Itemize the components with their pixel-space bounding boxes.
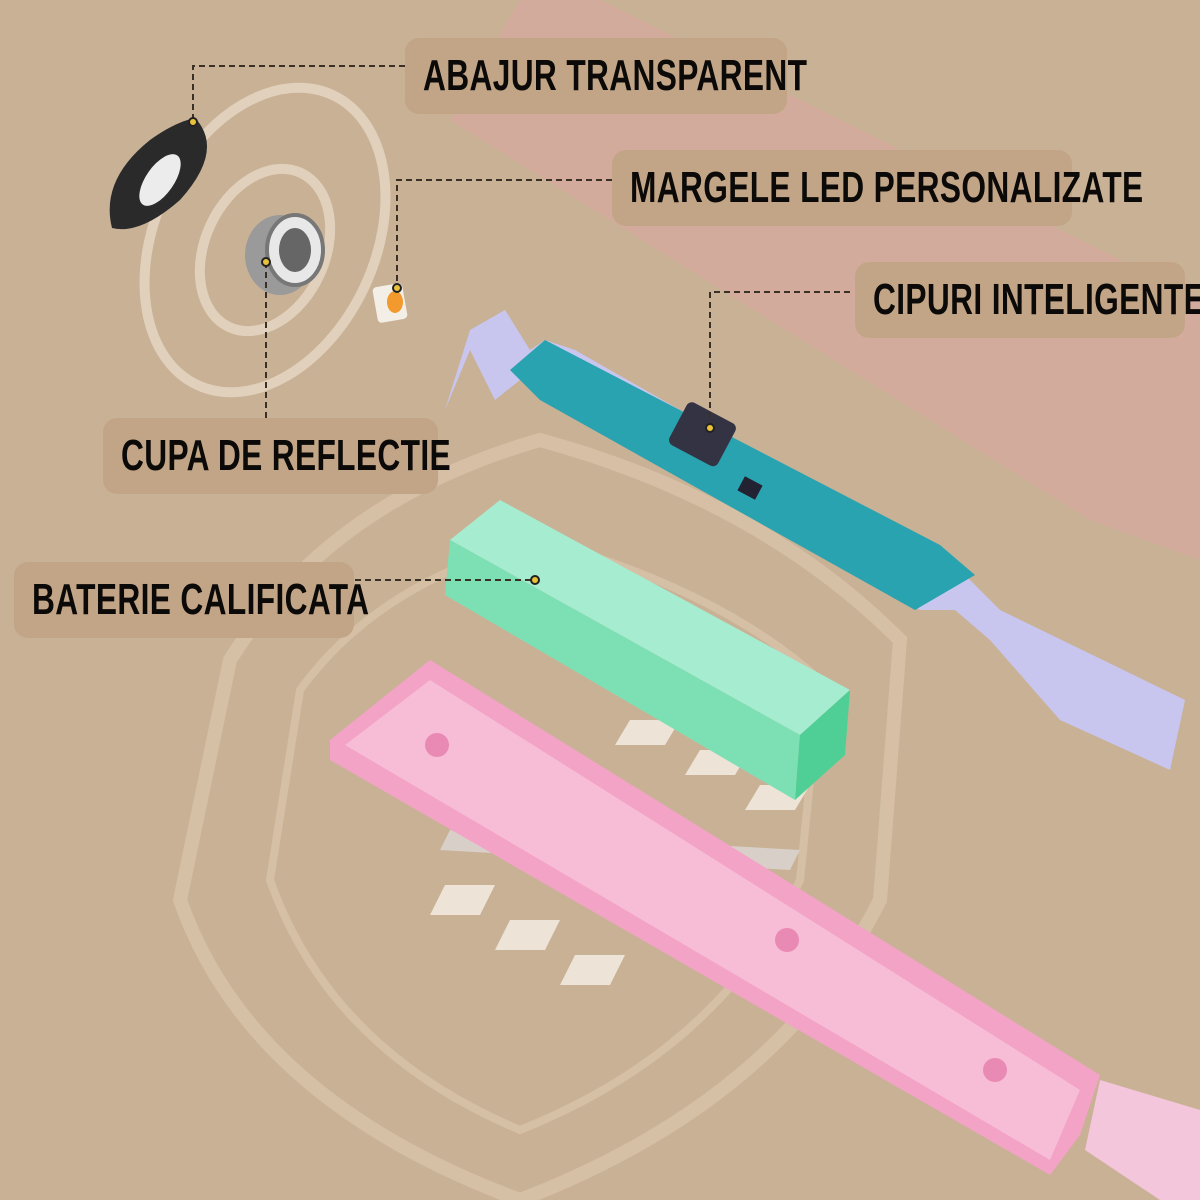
led-bead — [372, 283, 408, 323]
pink-housing — [330, 660, 1200, 1200]
reflection-cup — [245, 213, 325, 295]
background-pink-stick — [450, 0, 1200, 560]
label-smart-chips: CIPURI INTELIGENTE — [855, 262, 1200, 338]
label-smart-chips-text: CIPURI INTELIGENTE — [873, 275, 1200, 324]
leader-dots — [188, 117, 715, 585]
label-led-beads-text: MARGELE LED PERSONALIZATE — [630, 163, 1144, 212]
label-battery: BATERIE CALIFICATA — [14, 562, 369, 638]
leader-lines — [192, 65, 850, 581]
label-lampshade: ABAJUR TRANSPARENT — [405, 38, 807, 114]
label-reflection-cup-text: CUPA DE REFLECTIE — [121, 431, 451, 480]
label-lampshade-text: ABAJUR TRANSPARENT — [423, 51, 808, 100]
label-battery-text: BATERIE CALIFICATA — [32, 575, 370, 624]
label-led-beads: MARGELE LED PERSONALIZATE — [612, 150, 1143, 226]
circuit-board — [445, 310, 1185, 770]
battery — [445, 500, 850, 800]
transparent-lampshade — [109, 118, 207, 230]
label-reflection-cup: CUPA DE REFLECTIE — [103, 418, 451, 494]
